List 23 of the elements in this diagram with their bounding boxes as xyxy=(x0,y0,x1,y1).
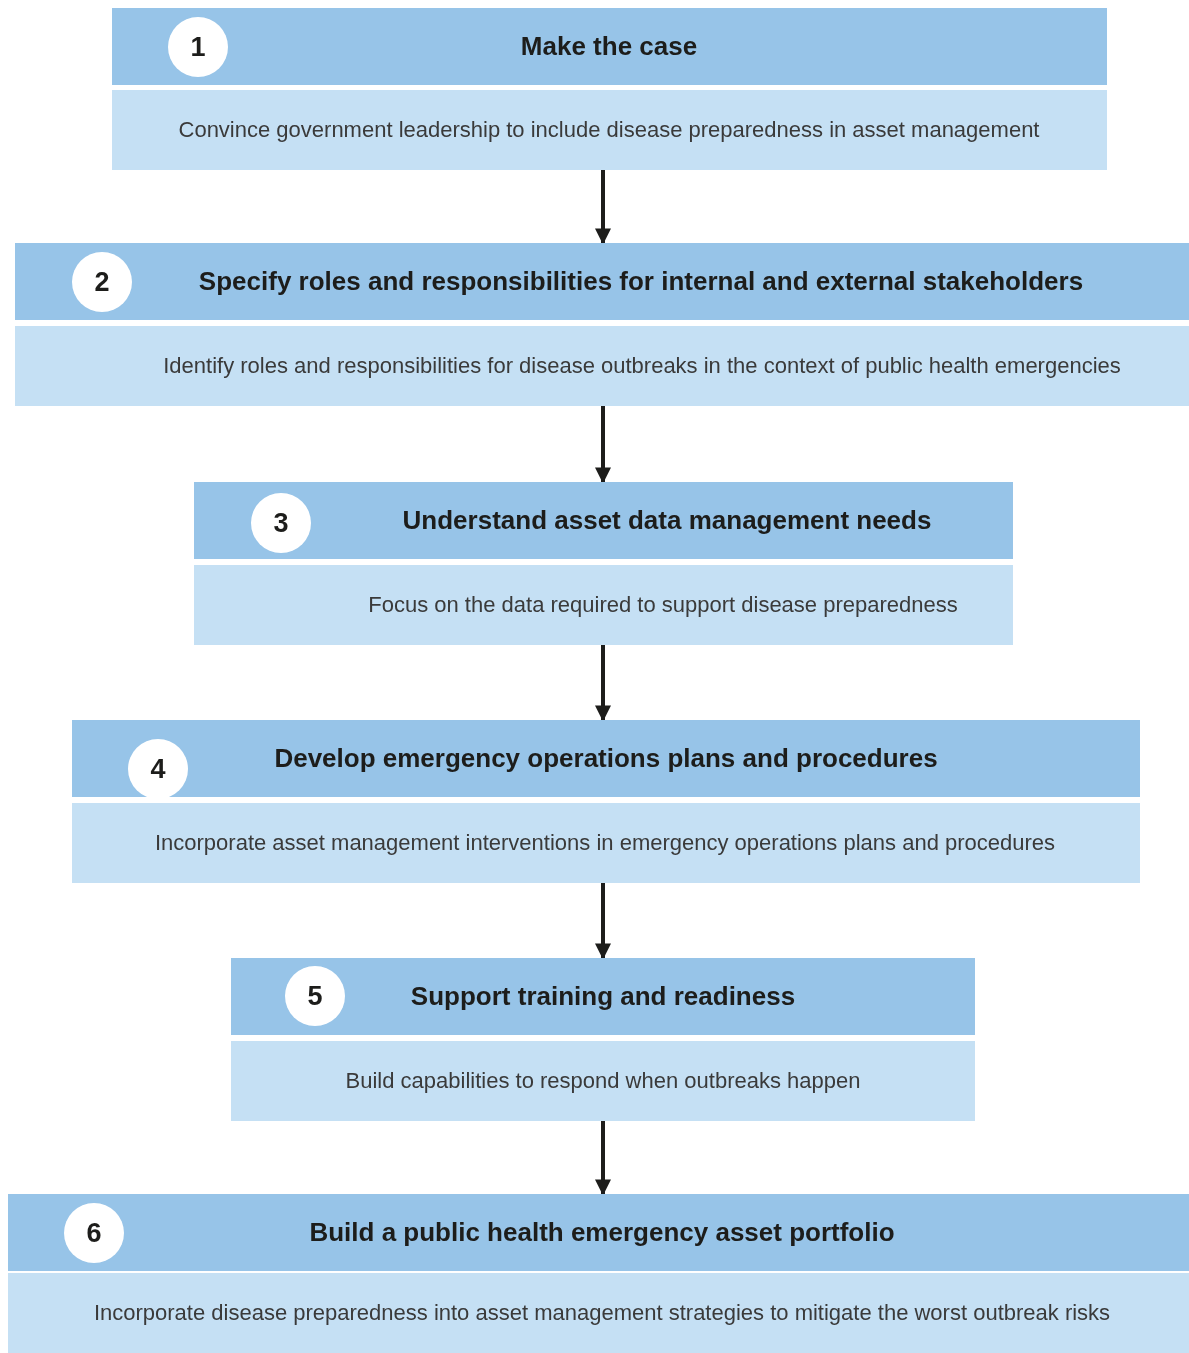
arrow xyxy=(595,1121,611,1196)
step-card xyxy=(112,8,1107,170)
step-description: Focus on the data required to support disease preparedness xyxy=(368,591,958,619)
step-card xyxy=(72,720,1140,883)
step-description: Build capabilities to respond when outbreaks happen xyxy=(345,1067,861,1095)
step-title: Build a public health emergency asset portfolio xyxy=(309,1216,895,1249)
step-title: Support training and readiness xyxy=(410,980,796,1013)
step-description: Convince government leadership to include disease preparedness in asset management xyxy=(178,116,1040,144)
step-title: Make the case xyxy=(520,30,698,63)
step-title: Develop emergency operations plans and procedures xyxy=(274,742,938,775)
step-card xyxy=(8,1194,1189,1353)
arrow xyxy=(595,645,611,722)
arrow xyxy=(595,170,611,245)
step-title: Understand asset data management needs xyxy=(402,504,932,537)
arrow xyxy=(595,406,611,484)
step-description: Incorporate asset management interventions in emergency operations plans and procedures xyxy=(154,829,1056,857)
step-description: Incorporate disease preparedness into asset management strategies to mitigate the worst outbreak risks xyxy=(93,1299,1111,1327)
arrow xyxy=(595,883,611,960)
step-card xyxy=(194,482,1013,645)
step-card xyxy=(15,243,1189,406)
step-description: Identify roles and responsibilities for disease outbreaks in the context of public health emergencies xyxy=(163,352,1121,380)
step-card xyxy=(231,958,975,1121)
step-title: Specify roles and responsibilities for internal and external stakeholders xyxy=(198,265,1084,298)
